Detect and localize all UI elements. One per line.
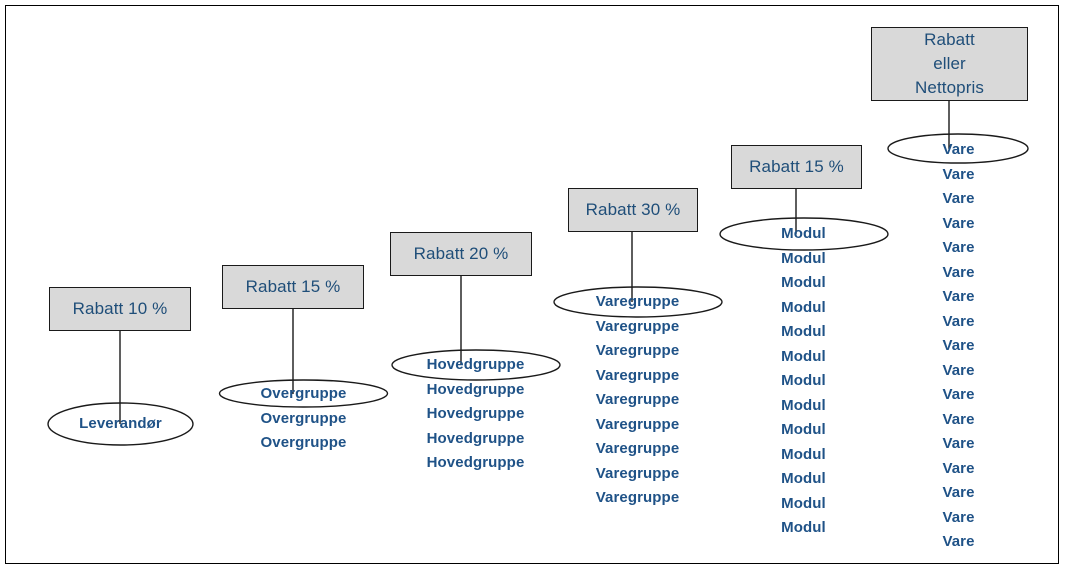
entity-item[interactable]: Modul bbox=[781, 347, 826, 365]
entity-item[interactable]: Vare bbox=[942, 386, 975, 403]
ellipse-vare bbox=[887, 133, 1029, 164]
entity-item[interactable]: Vare bbox=[942, 288, 975, 305]
entity-item[interactable]: Varegruppe bbox=[595, 293, 680, 310]
entity-item[interactable]: Vare bbox=[942, 263, 975, 281]
entity-item[interactable]: Varegruppe bbox=[595, 415, 680, 433]
entity-item[interactable]: Modul bbox=[781, 494, 826, 512]
entity-item[interactable]: Vare bbox=[942, 141, 975, 158]
entity-item[interactable]: Vare bbox=[942, 435, 975, 452]
entity-list-leverandor: Leverandør bbox=[48, 412, 193, 437]
entity-item[interactable]: Modul bbox=[781, 372, 826, 389]
entity-item[interactable]: Vare bbox=[942, 337, 975, 354]
entity-item[interactable]: Modul bbox=[781, 225, 826, 242]
entity-item[interactable]: Vare bbox=[942, 459, 975, 477]
entity-item[interactable]: Vare bbox=[942, 361, 975, 379]
discount-box-label: Rabatt 30 % bbox=[585, 200, 681, 219]
entity-item[interactable]: Modul bbox=[781, 323, 826, 340]
entity-item[interactable]: Hovedgruppe bbox=[426, 454, 525, 471]
entity-item[interactable]: Hovedgruppe bbox=[426, 356, 525, 373]
discount-box-label: Rabatt 20 % bbox=[413, 244, 509, 263]
entity-item[interactable]: Vare bbox=[942, 239, 975, 256]
entity-item[interactable]: Varegruppe bbox=[595, 489, 680, 506]
discount-box-varegruppe[interactable]: Rabatt 30 % bbox=[568, 188, 698, 232]
discount-box-hovedgruppe[interactable]: Rabatt 20 % bbox=[390, 232, 532, 276]
entity-list-varegruppe: Varegruppe Varegruppe Varegruppe Varegru… bbox=[565, 290, 710, 511]
entity-item[interactable]: Vare bbox=[942, 214, 975, 232]
entity-item[interactable]: Modul bbox=[781, 298, 826, 316]
entity-item[interactable]: Modul bbox=[781, 519, 826, 536]
entity-item[interactable]: Modul bbox=[781, 274, 826, 291]
entity-item[interactable]: Modul bbox=[781, 421, 826, 438]
ellipse-overgruppe bbox=[218, 379, 389, 408]
ellipse-hovedgruppe bbox=[391, 349, 561, 381]
entity-item[interactable]: Overgruppe bbox=[260, 409, 347, 427]
discount-box-label: Rabatt 10 % bbox=[72, 299, 168, 318]
entity-item[interactable]: Vare bbox=[942, 508, 975, 526]
ellipse-modul bbox=[719, 217, 889, 251]
discount-box-label: Rabatt 15 % bbox=[749, 157, 844, 176]
entity-list-modul: Modul Modul Modul Modul Modul Modul Modu… bbox=[731, 222, 876, 541]
discount-box-overgruppe[interactable]: Rabatt 15 % bbox=[222, 265, 364, 309]
entity-item[interactable]: Hovedgruppe bbox=[426, 380, 525, 398]
entity-item[interactable]: Varegruppe bbox=[595, 317, 680, 335]
discount-box-label: Rabatt eller Nettopris bbox=[915, 30, 984, 97]
entity-item[interactable]: Leverandør bbox=[79, 415, 162, 432]
entity-item[interactable]: Hovedgruppe bbox=[426, 429, 525, 447]
entity-item[interactable]: Vare bbox=[942, 312, 975, 330]
entity-item[interactable]: Modul bbox=[781, 470, 826, 487]
entity-item[interactable]: Modul bbox=[781, 249, 826, 267]
discount-box-vare[interactable]: Rabatt eller Nettopris bbox=[871, 27, 1028, 101]
entity-item[interactable]: Hovedgruppe bbox=[426, 405, 525, 422]
ellipse-varegruppe bbox=[553, 286, 723, 318]
entity-list-hovedgruppe: Hovedgruppe Hovedgruppe Hovedgruppe Hove… bbox=[403, 353, 548, 476]
entity-item[interactable]: Overgruppe bbox=[260, 434, 347, 451]
entity-list-vare: Vare Vare Vare Vare Vare Vare Vare Vare … bbox=[886, 138, 1031, 555]
entity-item[interactable]: Modul bbox=[781, 445, 826, 463]
entity-item[interactable]: Vare bbox=[942, 484, 975, 501]
entity-item[interactable]: Vare bbox=[942, 165, 975, 183]
entity-item[interactable]: Varegruppe bbox=[595, 464, 680, 482]
entity-item[interactable]: Varegruppe bbox=[595, 440, 680, 457]
entity-item[interactable]: Varegruppe bbox=[595, 366, 680, 384]
entity-item[interactable]: Varegruppe bbox=[595, 391, 680, 408]
discount-box-label: Rabatt 15 % bbox=[245, 277, 341, 296]
ellipse-leverandor bbox=[47, 402, 194, 446]
discount-box-leverandor[interactable]: Rabatt 10 % bbox=[49, 287, 191, 331]
entity-item[interactable]: Modul bbox=[781, 396, 826, 414]
entity-item[interactable]: Vare bbox=[942, 533, 975, 550]
entity-item[interactable]: Overgruppe bbox=[260, 385, 347, 402]
entity-item[interactable]: Varegruppe bbox=[595, 342, 680, 359]
entity-item[interactable]: Vare bbox=[942, 190, 975, 207]
entity-list-overgruppe: Overgruppe Overgruppe Overgruppe bbox=[231, 382, 376, 456]
entity-item[interactable]: Vare bbox=[942, 410, 975, 428]
discount-box-modul[interactable]: Rabatt 15 % bbox=[731, 145, 862, 189]
